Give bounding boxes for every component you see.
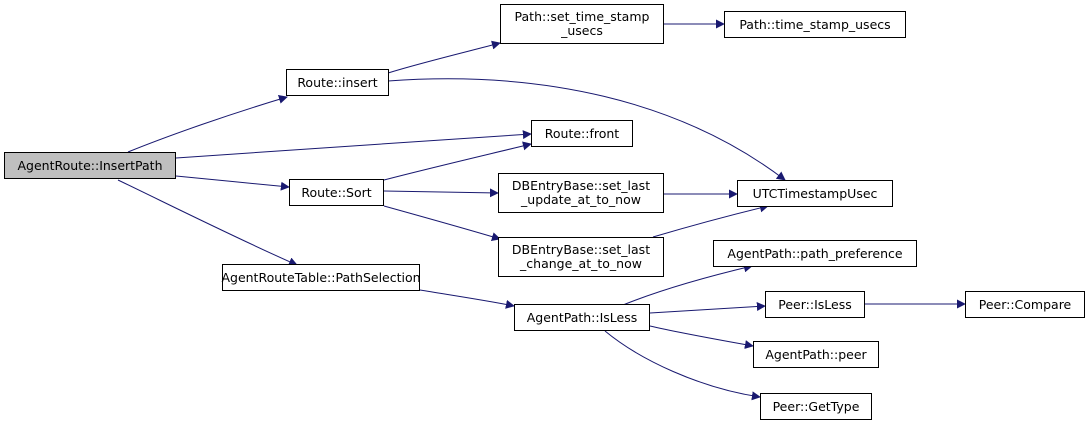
edge-route-sort-to-set-last-update: [383, 188, 499, 198]
node-agent-path-path-preference[interactable]: AgentPath::path_preference: [713, 240, 917, 267]
node-route-sort[interactable]: Route::Sort: [289, 179, 384, 206]
node-dbentry-set-last-update[interactable]: DBEntryBase::set_last _update_at_to_now: [498, 173, 664, 213]
edge-is-less-to-agent-path-peer: [649, 325, 754, 349]
edge-route-insert-to-set-time-stamp: [387, 40, 501, 74]
edge-route-insert-to-utc: [387, 78, 786, 181]
edge-route-sort-to-route-front: [383, 141, 532, 181]
edge-set-last-change-to-utc: [652, 203, 769, 238]
node-agent-route-table-path-selection[interactable]: AgentRouteTable::PathSelection: [221, 264, 421, 291]
edge-is-less-to-get-type: [604, 330, 761, 401]
node-peer-get-type[interactable]: Peer::GetType: [760, 393, 872, 420]
edge-insertpath-to-pathselection: [117, 179, 298, 266]
edge-insertpath-to-route-sort: [175, 175, 290, 191]
node-peer-is-less[interactable]: Peer::IsLess: [765, 291, 865, 318]
node-route-front[interactable]: Route::front: [531, 120, 633, 147]
edge-insertpath-to-route-insert: [127, 95, 288, 153]
node-utc-timestamp-usec[interactable]: UTCTimestampUsec: [737, 180, 893, 207]
node-route-insert[interactable]: Route::insert: [286, 69, 389, 96]
node-dbentry-set-last-change[interactable]: DBEntryBase::set_last _change_at_to_now: [498, 237, 664, 277]
edge-route-sort-to-set-last-change: [383, 205, 501, 241]
edge-pathselection-to-is-less: [419, 289, 515, 309]
edge-is-less-to-peer-is-less: [649, 302, 766, 314]
node-path-time-stamp-usecs[interactable]: Path::time_stamp_usecs: [724, 11, 906, 38]
node-agent-path-peer[interactable]: AgentPath::peer: [753, 341, 879, 368]
node-path-set-time-stamp-usecs[interactable]: Path::set_time_stamp _usecs: [500, 4, 664, 44]
node-agent-route-insert-path[interactable]: AgentRoute::InsertPath: [4, 152, 176, 179]
edge-is-less-to-path-preference: [622, 263, 753, 306]
node-agent-path-is-less[interactable]: AgentPath::IsLess: [514, 304, 650, 331]
node-peer-compare[interactable]: Peer::Compare: [965, 291, 1085, 318]
edge-insertpath-to-route-front: [175, 130, 532, 159]
